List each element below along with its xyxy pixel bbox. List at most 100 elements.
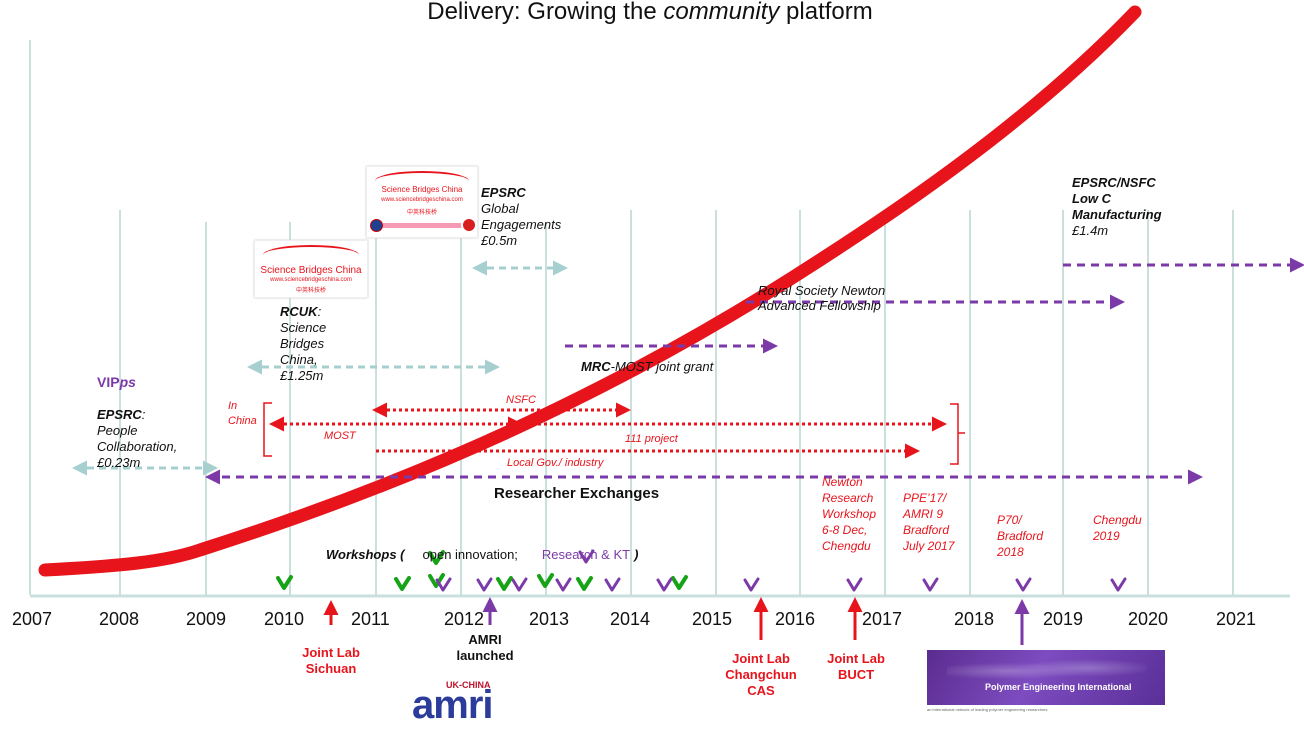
- chengdu-l2: 2019: [1093, 529, 1120, 543]
- changchun-l3: CAS: [747, 683, 775, 698]
- sbc-logo-url: www.sciencebridgeschina.com: [270, 277, 352, 283]
- workshops-research: Research & KT: [541, 547, 631, 562]
- year-label: 2017: [862, 609, 903, 629]
- ppe-l1: PPE’17/: [903, 491, 947, 505]
- china-flag-icon: [463, 219, 475, 231]
- uk-flag-icon: [370, 219, 383, 232]
- sbc-logo2-url: www.sciencebridgeschina.com: [381, 197, 463, 203]
- pei-subtitle: an international network of leading poly…: [927, 707, 1048, 712]
- year-gridlines: [29, 40, 1234, 595]
- amri-logo-top: UK-CHINA: [446, 680, 491, 690]
- ppe-l2: AMRI 9: [903, 507, 944, 521]
- year-label: 2020: [1128, 609, 1169, 629]
- epsrc-people-l3: £0.23m: [97, 455, 141, 470]
- rcuk-l4: £1.25m: [280, 368, 324, 383]
- rcuk-l1: Science: [280, 320, 327, 335]
- vipps-b: ps: [119, 374, 136, 390]
- year-label: 2007: [12, 609, 53, 629]
- growth-curve: [38, 5, 1142, 577]
- year-label: 2010: [264, 609, 305, 629]
- royal-society-label: Royal Society Newton Advanced Fellowship: [758, 283, 885, 313]
- chengdu-2019-label: Chengdu 2019: [1093, 512, 1142, 544]
- purple-checkmarks: [435, 549, 1127, 592]
- nsfc-label: NSFC: [506, 394, 536, 406]
- mrc-name: MRC: [581, 359, 611, 374]
- title-post: platform: [779, 0, 873, 25]
- epsrc-people-l2: Collaboration,: [97, 439, 178, 454]
- page-title: Delivery: Growing the community platform: [300, 0, 1000, 27]
- epsrc-nsfc-l3: Manufacturing: [1072, 207, 1162, 222]
- polymer-engineering-international-logo: Polymer Engineering International: [927, 650, 1165, 705]
- newton-workshop-label: Newton Research Workshop 6-8 Dec, Chengd…: [822, 474, 876, 554]
- epsrc-people-l1: People: [97, 423, 138, 438]
- rcuk-l3: China,: [280, 352, 318, 367]
- year-label: 2014: [610, 609, 651, 629]
- year-label: 2019: [1043, 609, 1084, 629]
- amri-l1: AMRI: [468, 632, 502, 647]
- most-label: MOST: [324, 430, 356, 442]
- year-label: 2013: [529, 609, 570, 629]
- workshops-open: open innovation;: [422, 547, 518, 562]
- year-label: 2009: [186, 609, 227, 629]
- royal-l1: Royal Society Newton: [758, 283, 886, 298]
- changchun-l1: Joint Lab: [732, 651, 790, 666]
- mrc-label: MRC-MOST joint grant: [581, 359, 713, 375]
- p70-l2: Bradford: [997, 529, 1044, 543]
- newton-l5: Chengdu: [822, 539, 871, 553]
- pei-name: Polymer Engineering International: [985, 682, 1132, 692]
- year-label: 2018: [954, 609, 995, 629]
- year-label: 2021: [1216, 609, 1257, 629]
- newton-l1: Newton: [822, 475, 863, 489]
- workshops-label: Workshops (: [326, 547, 405, 562]
- science-bridges-china-logo-2: Science Bridges China www.sciencebridges…: [366, 166, 478, 238]
- changchun-l2: Changchun: [725, 667, 797, 682]
- sbc-logo2-bar: [383, 223, 461, 228]
- p70-label: P70/ Bradford 2018: [997, 512, 1043, 560]
- epsrc-global-l1: Global: [481, 201, 519, 216]
- researcher-exchanges-label: Researcher Exchanges: [494, 485, 660, 502]
- in-china-bracket-right: [950, 403, 965, 465]
- epsrc-people-label: EPSRC: People Collaboration, £0.23m: [97, 407, 177, 471]
- sichuan-l1: Joint Lab: [302, 645, 360, 660]
- science-bridges-china-logo: Science Bridges China www.sciencebridges…: [254, 240, 368, 298]
- epsrc-global-name: EPSRC: [481, 185, 526, 200]
- year-label: 2012: [444, 609, 485, 629]
- milestone-up-arrows: [323, 597, 1030, 645]
- ppe17-label: PPE’17/ AMRI 9 Bradford July 2017: [903, 490, 954, 554]
- in-china-label: In China: [228, 399, 257, 429]
- title-pre: Delivery: Growing the: [427, 0, 664, 25]
- epsrc-global-l2: Engagements: [481, 217, 562, 232]
- rcuk-label: RCUK: Science Bridges China, £1.25m: [280, 304, 326, 384]
- amri-l2: launched: [456, 648, 514, 663]
- joint-lab-buct-label: Joint Lab BUCT: [815, 651, 897, 683]
- epsrc-nsfc-l2: Low C: [1072, 191, 1111, 206]
- year-label: 2015: [692, 609, 733, 629]
- epsrc-nsfc-label: EPSRC/NSFC Low C Manufacturing £1.4m: [1072, 175, 1162, 239]
- epsrc-global-label: EPSRC Global Engagements £0.5m: [481, 185, 561, 249]
- pei-map-texture: [947, 656, 1147, 686]
- newton-l2: Research: [822, 491, 874, 505]
- sbc-logo-cn: 中英科技桥: [295, 288, 326, 294]
- vipps-a: VIP: [97, 374, 120, 390]
- year-label: 2011: [351, 609, 390, 629]
- amri-launched-label: AMRI launched: [450, 632, 520, 664]
- workshops-close: ): [634, 547, 639, 562]
- in-china-l2: China: [228, 415, 257, 427]
- green-checkmarks: [276, 550, 688, 591]
- title-emphasis: community: [663, 0, 780, 25]
- sbc-logo2-name: Science Bridges China: [381, 185, 463, 194]
- newton-l4: 6-8 Dec,: [822, 523, 868, 537]
- in-china-l1: In: [228, 400, 238, 412]
- mrc-rest: -MOST joint grant: [610, 359, 714, 374]
- chengdu-l1: Chengdu: [1093, 513, 1142, 527]
- workshops-legend: Workshops ( open innovation; Research & KT…: [326, 547, 638, 563]
- sbc-logo2-cn: 中英科技桥: [406, 210, 437, 216]
- p70-l3: 2018: [997, 545, 1024, 559]
- sbc-logo-name: Science Bridges China: [260, 265, 362, 276]
- rcuk-colon: :: [317, 304, 322, 319]
- rcuk-l2: Bridges: [280, 336, 325, 351]
- sichuan-l2: Sichuan: [305, 661, 357, 676]
- joint-lab-sichuan-label: Joint Lab Sichuan: [290, 645, 372, 677]
- ppe-l4: July 2017: [903, 539, 955, 553]
